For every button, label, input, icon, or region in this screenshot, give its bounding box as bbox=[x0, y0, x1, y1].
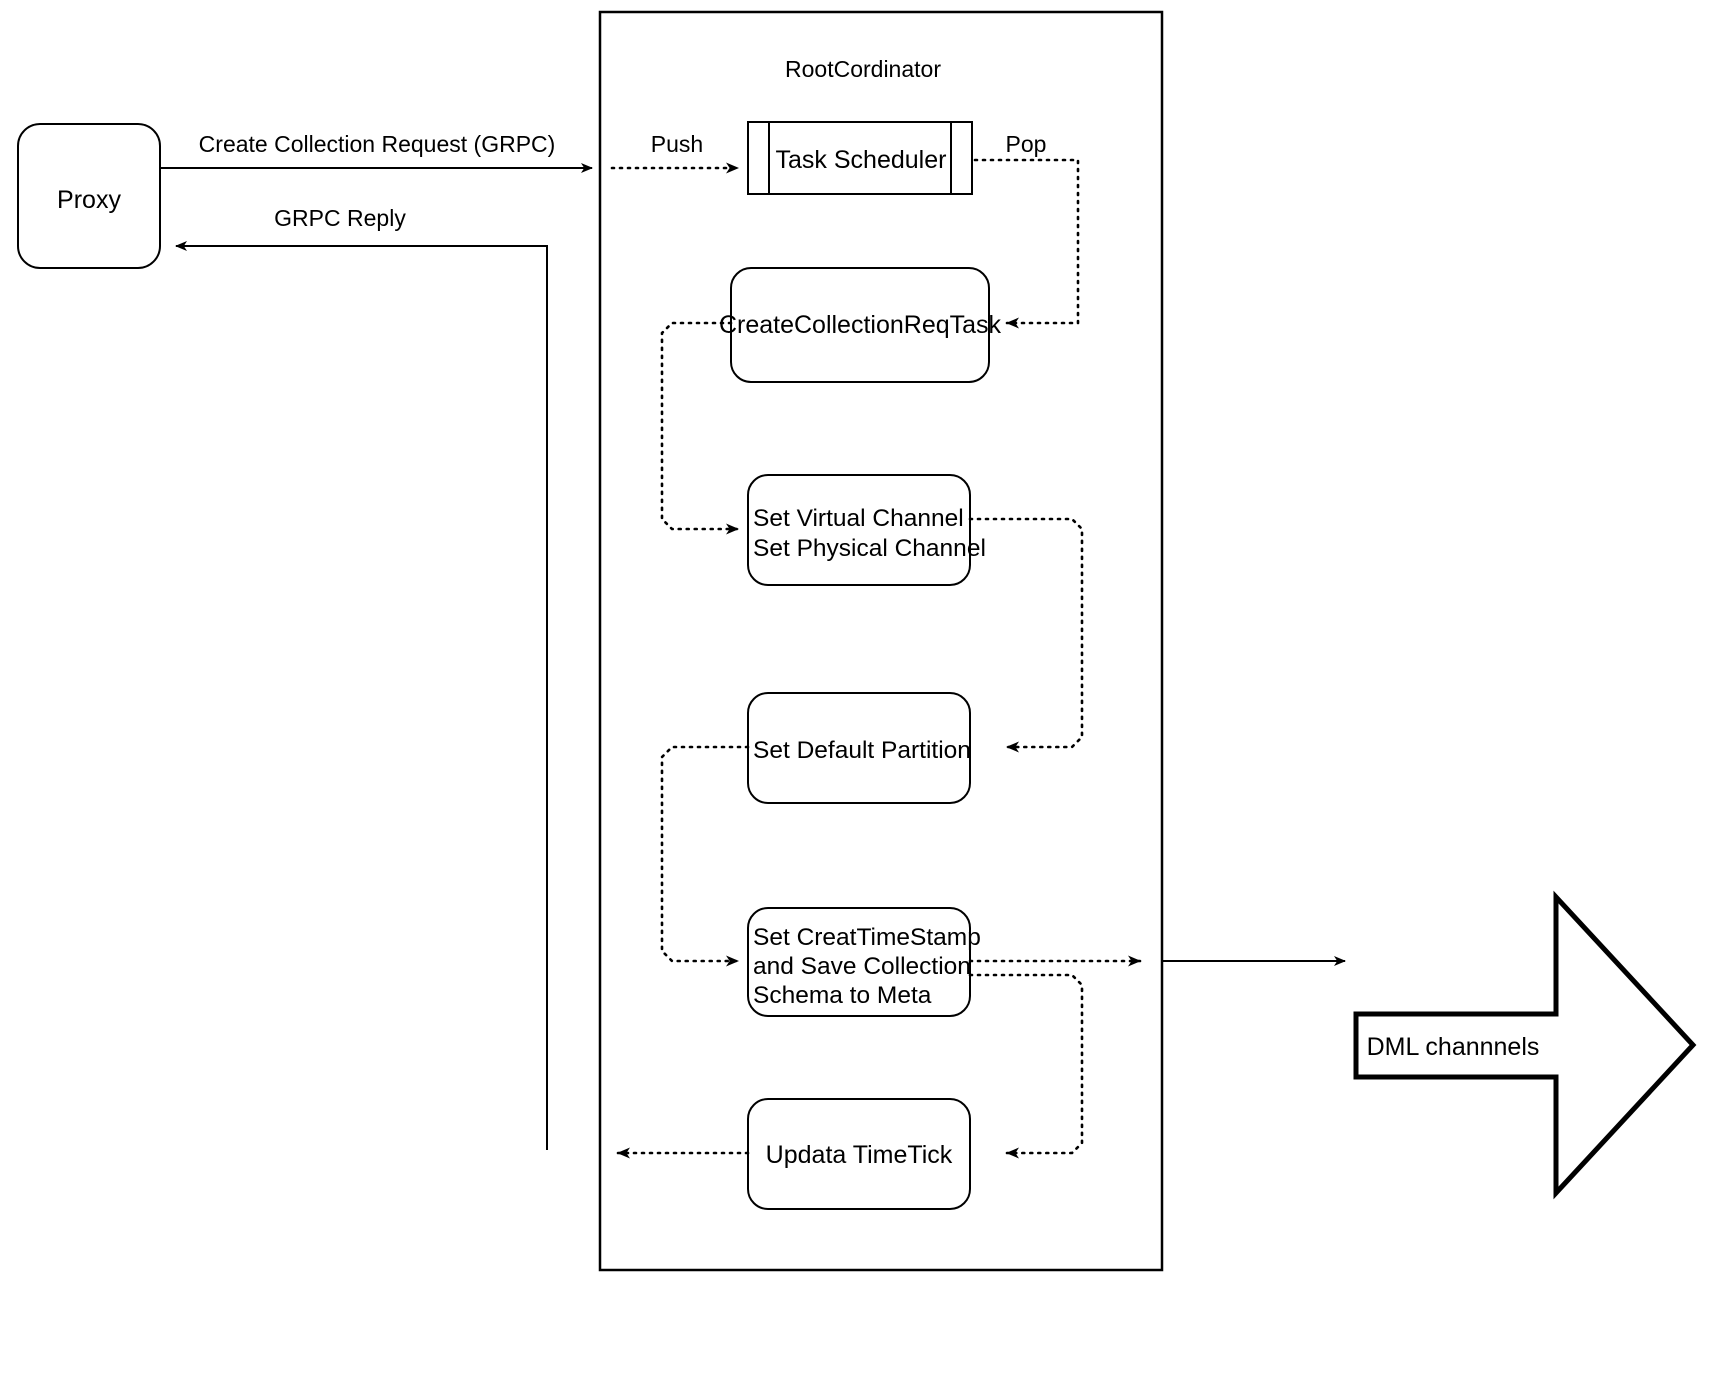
push-label: Push bbox=[651, 131, 703, 157]
pop-label: Pop bbox=[1006, 131, 1047, 157]
proxy-label: Proxy bbox=[57, 186, 121, 214]
set-timestamp-label-line1: Set CreatTimeStamp bbox=[753, 924, 981, 951]
edge-grpc-reply: GRPC Reply bbox=[175, 205, 548, 1150]
task-scheduler-box bbox=[747, 121, 973, 195]
pop-line bbox=[973, 158, 1080, 329]
edge-push: Push bbox=[610, 131, 740, 174]
proxy-box bbox=[17, 123, 161, 269]
partition-to-timestamp-line bbox=[660, 745, 750, 967]
node-set-timestamp[interactable]: Set CreatTimeStamp and Save Collection S… bbox=[747, 907, 981, 1017]
channel-to-partition-line bbox=[968, 517, 1084, 753]
node-set-default-partition[interactable]: Set Default Partition bbox=[747, 692, 971, 804]
grpc-reply-line bbox=[175, 241, 548, 1150]
edge-partition-to-timestamp bbox=[660, 745, 750, 967]
timestamp-to-timetick-line bbox=[968, 973, 1084, 1159]
dml-channels-label: DML channnels bbox=[1367, 1033, 1540, 1061]
node-set-channel[interactable]: Set Virtual Channel Set Physical Channel bbox=[747, 474, 986, 586]
dml-channels-arrow-shape bbox=[1353, 890, 1697, 1200]
edge-channel-to-partition bbox=[968, 517, 1084, 753]
edge-pop: Pop bbox=[973, 131, 1080, 329]
set-default-partition-label: Set Default Partition bbox=[753, 737, 971, 764]
create-collection-req-task-label: CreateCollectionReqTask bbox=[719, 311, 1002, 339]
root-coordinator-border bbox=[598, 10, 1164, 1272]
set-channel-label-line2: Set Physical Channel bbox=[753, 535, 986, 562]
set-channel-label-line1: Set Virtual Channel bbox=[753, 505, 964, 532]
root-coordinator-label: RootCordinator bbox=[785, 56, 941, 82]
node-task-scheduler[interactable]: Task Scheduler bbox=[747, 121, 973, 195]
node-proxy[interactable]: Proxy bbox=[17, 123, 161, 269]
grpc-reply-label: GRPC Reply bbox=[274, 205, 406, 231]
set-timestamp-label-line3: Schema to Meta bbox=[753, 982, 932, 1009]
task-scheduler-label: Task Scheduler bbox=[776, 146, 947, 174]
task-to-channel-line bbox=[660, 321, 740, 535]
root-coordinator-container: RootCordinator bbox=[598, 10, 1164, 1272]
node-update-timetick[interactable]: Updata TimeTick bbox=[747, 1098, 971, 1210]
edge-create-collection-request: Create Collection Request (GRPC) bbox=[160, 131, 593, 173]
node-dml-channels[interactable]: DML channnels bbox=[1353, 890, 1697, 1200]
edge-timestamp-to-timetick bbox=[968, 973, 1084, 1159]
set-channel-box bbox=[747, 474, 971, 586]
set-timestamp-label-line2: and Save Collection bbox=[753, 953, 971, 980]
edge-task-to-channel bbox=[660, 321, 740, 535]
node-create-collection-req-task[interactable]: CreateCollectionReqTask bbox=[719, 267, 1002, 383]
update-timetick-label: Updata TimeTick bbox=[766, 1141, 953, 1169]
create-collection-req-task-box bbox=[730, 267, 990, 383]
create-collection-request-label: Create Collection Request (GRPC) bbox=[199, 131, 556, 157]
